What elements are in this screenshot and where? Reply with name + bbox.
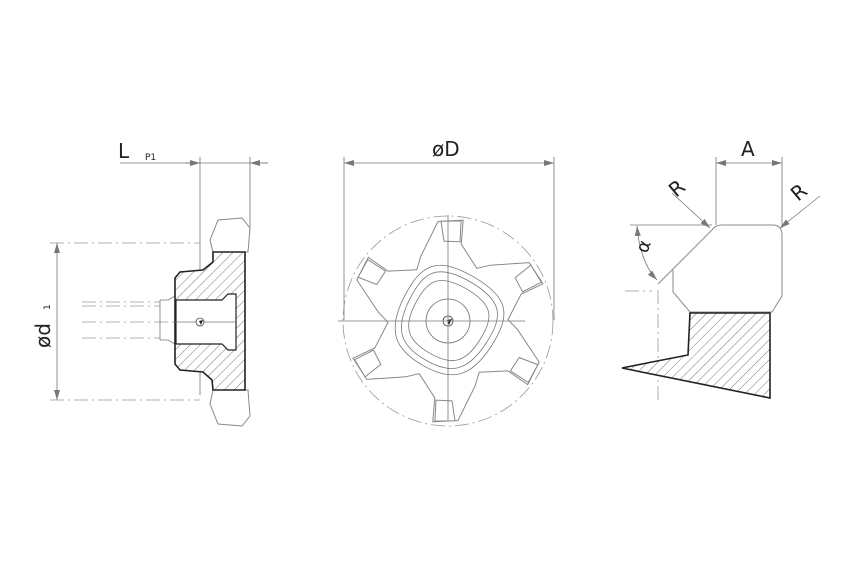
hub-outline xyxy=(394,264,505,376)
side-view: L P1 ød 1 xyxy=(31,139,268,427)
shank-hidden-lines xyxy=(82,295,176,345)
radius-label-left: R xyxy=(664,174,690,201)
diameter-d1-subscript: 1 xyxy=(43,304,53,310)
insert xyxy=(353,349,382,378)
cutting-inserts xyxy=(353,220,543,422)
profile-view: A R R α xyxy=(621,137,821,400)
workpiece-section xyxy=(621,312,771,399)
width-A-label: A xyxy=(741,137,755,161)
diameter-d1-label: ød xyxy=(31,323,55,348)
insert xyxy=(357,258,387,286)
insert xyxy=(514,264,543,293)
radius-label-right: R xyxy=(786,178,812,205)
tooth-outline-bottom xyxy=(209,389,251,427)
diameter-D-label: øD xyxy=(432,137,460,161)
insert xyxy=(434,399,456,422)
front-view: øD xyxy=(338,137,555,427)
insert xyxy=(440,220,462,243)
insert xyxy=(509,356,539,384)
tooth-outline-top xyxy=(209,217,251,253)
insert-profile xyxy=(657,224,783,313)
angle-arc xyxy=(634,225,658,281)
length-subscript: P1 xyxy=(145,153,156,163)
length-label: L xyxy=(118,139,130,163)
angle-label: α xyxy=(632,237,656,255)
outer-diameter-circle xyxy=(342,215,554,427)
